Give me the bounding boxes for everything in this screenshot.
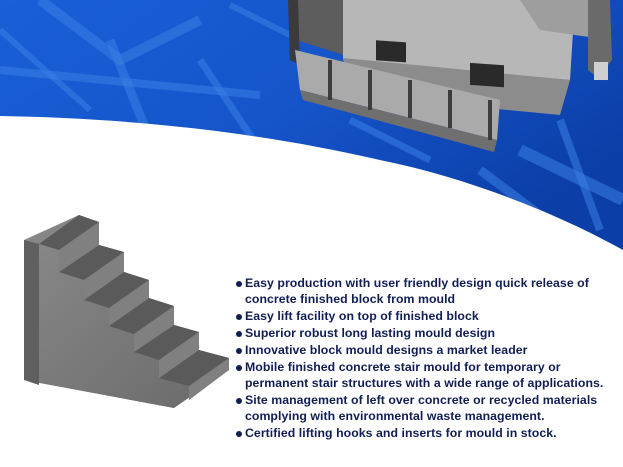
list-item: Mobile finished concrete stair mould for…: [236, 360, 621, 392]
bullet-icon: [236, 398, 242, 405]
feature-text: Innovative block mould designs a market …: [245, 343, 528, 358]
concrete-stair-block-image: [24, 215, 229, 408]
bullet-icon: [236, 431, 242, 438]
bullet-icon: [236, 365, 242, 372]
feature-text: Superior robust long lasting mould desig…: [245, 326, 496, 341]
list-item: Innovative block mould designs a market …: [236, 343, 621, 359]
feature-text: Certified lifting hooks and inserts for …: [245, 426, 557, 441]
bullet-icon: [236, 331, 242, 338]
feature-text: Easy production with user friendly desig…: [245, 276, 589, 306]
feature-text: Site management of left over concrete or…: [245, 393, 598, 424]
bullet-icon: [236, 281, 242, 287]
list-item: Certified lifting hooks and inserts for …: [236, 426, 621, 442]
feature-list: Easy production with user friendly desig…: [236, 276, 621, 443]
feature-text: Mobile finished concrete stair mould for…: [245, 360, 604, 391]
list-item: Superior robust long lasting mould desig…: [236, 326, 621, 342]
list-item: Site management of left over concrete or…: [236, 393, 621, 425]
stair-mould-photo: [288, 0, 612, 152]
bullet-icon: [236, 348, 242, 355]
bullet-icon: [236, 314, 242, 320]
list-item: Easy lift facility on top of finished bl…: [236, 309, 621, 325]
feature-text: Easy lift facility on top of finished bl…: [245, 309, 479, 323]
list-item: Easy production with user friendly desig…: [236, 276, 621, 308]
